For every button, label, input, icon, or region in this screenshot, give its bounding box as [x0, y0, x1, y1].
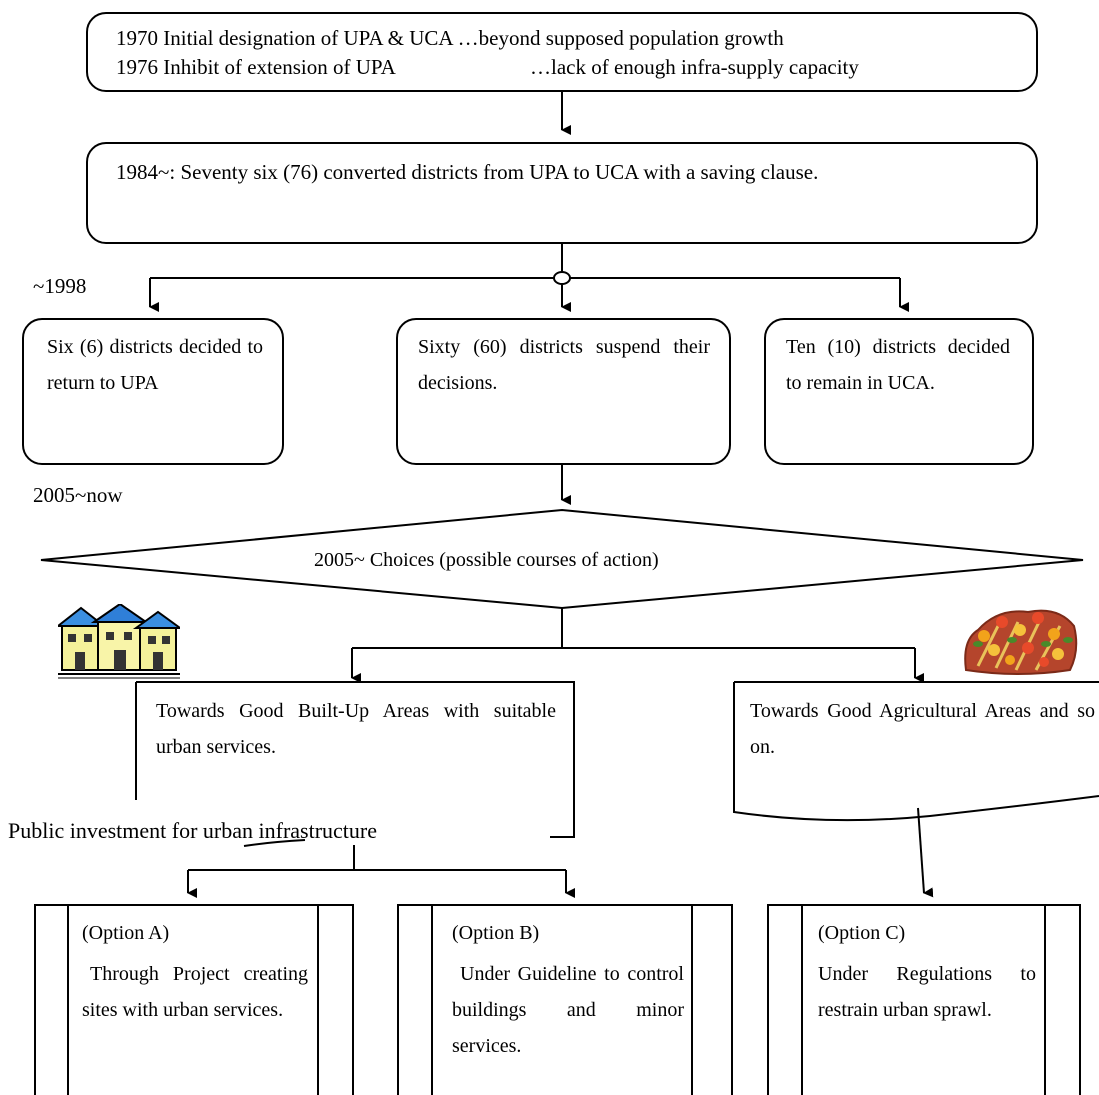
- option-a-body: Through Project creating sites with urba…: [82, 963, 308, 1021]
- option-c-frame: [767, 904, 1081, 1095]
- arrow-to-option-c: [917, 807, 934, 898]
- agricultural-text: Towards Good Agricultural Areas and so o…: [750, 700, 1095, 758]
- choices-text: 2005~ Choices (possible courses of actio…: [314, 549, 659, 571]
- period-label-1998: ~1998: [33, 274, 87, 298]
- flower-field-icon: [958, 600, 1080, 678]
- suspend-box: [396, 318, 731, 465]
- agricultural-frame: [733, 681, 1099, 822]
- built-up-text: Towards Good Built-Up Areas with suitabl…: [156, 700, 556, 758]
- junction-circle: [553, 271, 571, 285]
- remain-text: Ten (10) districts decided to remain in …: [786, 336, 1010, 394]
- option-b-title: (Option B): [452, 922, 540, 944]
- history-line-1976-left: 1976 Inhibit of extension of UPA: [116, 55, 396, 79]
- conversion-box: [86, 142, 1038, 244]
- option-b-body: Under Guideline to control buildings and…: [452, 963, 684, 1057]
- houses-icon: [55, 602, 184, 680]
- label-underline-stroke: [243, 839, 306, 847]
- built-up-frame: [135, 681, 575, 838]
- option-a-frame: [34, 904, 354, 1095]
- option-b-frame: [397, 904, 733, 1095]
- history-box: [86, 12, 1038, 92]
- return-box: [22, 318, 284, 465]
- suspend-text: Sixty (60) districts suspend their decis…: [418, 336, 710, 394]
- return-text: Six (6) districts decided to return to U…: [47, 336, 263, 394]
- option-c-title: (Option C): [818, 922, 906, 944]
- history-line-1970: 1970 Initial designation of UPA & UCA …b…: [116, 26, 784, 50]
- period-label-2005: 2005~now: [33, 483, 123, 507]
- option-a-title: (Option A): [82, 922, 170, 944]
- history-line-1976-right: …lack of enough infra-supply capacity: [530, 55, 859, 79]
- conversion-text: 1984~: Seventy six (76) converted distri…: [116, 160, 819, 184]
- choices-diamond: [40, 508, 1084, 610]
- option-c-body: Under Regulations to restrain urban spra…: [818, 963, 1036, 1021]
- remain-box: [764, 318, 1034, 465]
- investment-label: Public investment for urban infrastructu…: [8, 818, 378, 843]
